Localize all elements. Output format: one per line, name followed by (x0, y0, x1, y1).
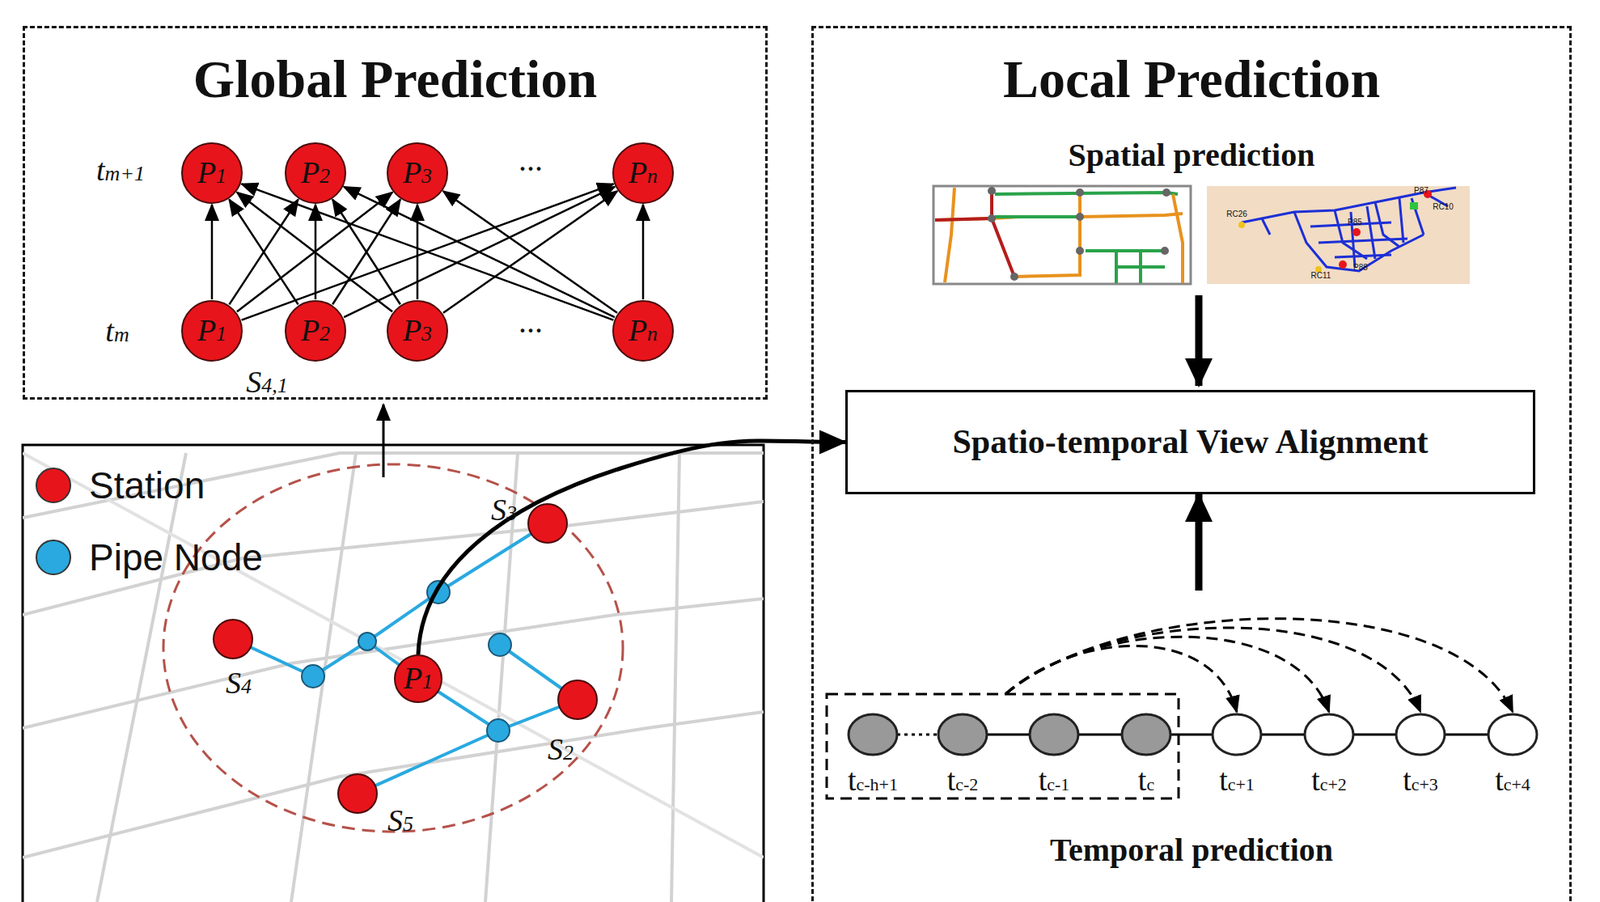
time-step: tc+3 (1402, 763, 1439, 798)
section-title: Temporal prediction (1049, 832, 1334, 868)
node-label: P3 (402, 313, 432, 348)
map-label: P88 (1353, 262, 1368, 272)
map-label: RC26 (1226, 209, 1248, 219)
dashed-panel: Global PredictionP1P2P3PnP1P2P3Pn (22, 25, 768, 400)
panel-title: Global Prediction (193, 50, 597, 110)
legend-label: Pipe Node (88, 537, 263, 579)
time-step: tc+4 (1494, 763, 1531, 798)
prediction-node: P1 (181, 142, 243, 204)
time-step: tc+2 (1311, 763, 1347, 798)
node-label: Pn (628, 156, 658, 191)
set-label: S4,1 (245, 365, 288, 400)
prediction-link (241, 183, 614, 320)
prediction-node: Pn (612, 142, 674, 204)
map-box (22, 444, 764, 902)
prediction-node: Pn (612, 300, 674, 362)
time-step: tc+1 (1219, 763, 1255, 798)
panel-title: Local Prediction (1003, 50, 1380, 110)
node-label: Pn (628, 313, 658, 348)
node-label: P2 (300, 313, 331, 348)
pipe-network-image (1206, 186, 1470, 284)
time-step: tc-h+1 (847, 763, 898, 798)
node-label: P1 (403, 661, 433, 696)
legend-swatch (35, 467, 72, 504)
prediction-link (228, 199, 298, 305)
station-label: S2 (547, 732, 574, 767)
node-label: P3 (402, 156, 432, 191)
up-arrow (382, 404, 386, 478)
prediction-link (241, 183, 614, 320)
prediction-link (443, 190, 618, 313)
station-node: S2 (557, 679, 598, 720)
ellipsis: ... (518, 304, 543, 340)
map-label: RC10 (1432, 202, 1454, 212)
ellipsis: ... (518, 142, 543, 178)
prediction-node: P1 (393, 654, 443, 703)
down-arrow (1195, 295, 1203, 386)
up-arrow (1195, 494, 1203, 591)
prediction-link (332, 199, 401, 305)
station-node: S3 (527, 503, 568, 544)
map-label: P87 (1413, 186, 1429, 195)
section-title: Spatial prediction (1068, 137, 1316, 174)
prediction-node: P2 (284, 142, 347, 204)
node-label: P2 (300, 156, 331, 191)
prediction-node: P1 (181, 300, 243, 362)
prediction-node: P3 (386, 300, 449, 362)
prediction-link (416, 204, 420, 300)
time-step: tc (1138, 763, 1155, 798)
prediction-link (642, 204, 645, 300)
prediction-link (343, 186, 615, 318)
flow-curve (418, 440, 846, 655)
prediction-node: P2 (284, 300, 347, 362)
prediction-link (228, 199, 298, 305)
map-label: P85 (1347, 217, 1363, 227)
time-step: tc-2 (947, 763, 979, 798)
station-label: S4 (225, 666, 252, 701)
station-node: S5 (337, 773, 378, 814)
temporal-sequence (826, 618, 1537, 799)
prediction-node: P3 (386, 142, 449, 204)
time-step: tc-1 (1038, 763, 1071, 798)
box-label: Spatio-temporal View Alignment (952, 423, 1429, 461)
time-label: tm+1 (96, 153, 145, 188)
station-label: S3 (491, 493, 517, 528)
node-label: P1 (197, 313, 227, 348)
road-map-image (933, 186, 1191, 284)
legend-swatch (35, 539, 72, 576)
station-node: S4 (212, 618, 254, 660)
prediction-link (211, 204, 214, 300)
time-label: tm (105, 314, 129, 349)
legend-label: Station (88, 465, 205, 507)
map-label: RC11 (1311, 270, 1332, 280)
node-label: P1 (197, 156, 227, 191)
prediction-link (343, 186, 615, 318)
process-box: Spatio-temporal View Alignment (845, 389, 1536, 495)
prediction-link (332, 199, 401, 305)
station-label: S5 (387, 804, 414, 839)
prediction-link (443, 190, 618, 313)
